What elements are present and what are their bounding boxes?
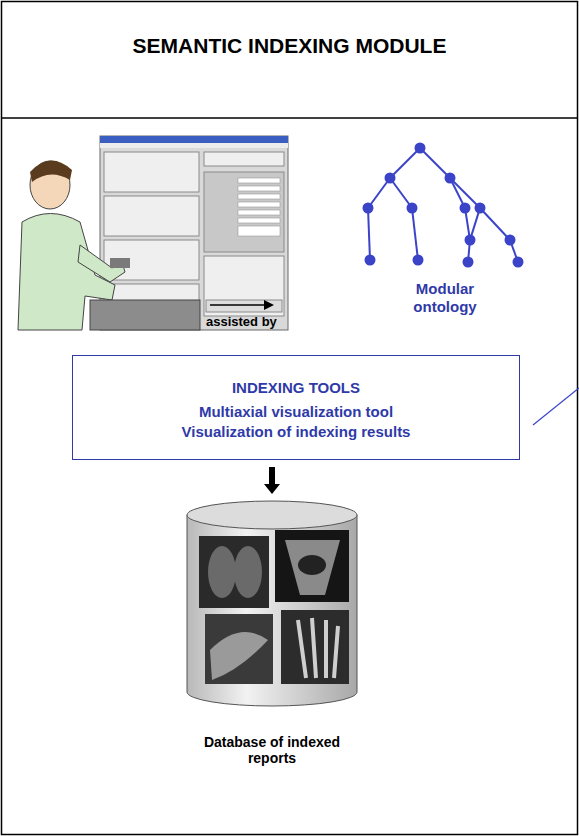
diagram-title: SEMANTIC INDEXING MODULE: [10, 34, 569, 58]
node-heading: Database of indexed reports: [180, 734, 364, 766]
leader-line: [533, 388, 579, 425]
annotation-label: assisted by: [206, 314, 277, 329]
ontology-node: Modular ontology: [345, 135, 545, 320]
node-text: Visualization of indexing results: [182, 422, 411, 442]
database-cylinder: [187, 501, 357, 706]
node-text: Multiaxial visualization tool: [199, 402, 393, 422]
tools-box: INDEXING TOOLS Multiaxial visualization t…: [72, 355, 520, 460]
user-illustration: [18, 136, 288, 330]
title-rule: [2, 117, 578, 119]
database-node: Database of indexed reports: [172, 495, 372, 770]
ontology-tree-icon: [364, 144, 523, 267]
assisted-arrow: [210, 300, 274, 310]
node-heading: INDEXING TOOLS: [232, 379, 360, 396]
flow-arrow: [264, 467, 280, 494]
node-heading: Modular ontology: [390, 280, 500, 316]
